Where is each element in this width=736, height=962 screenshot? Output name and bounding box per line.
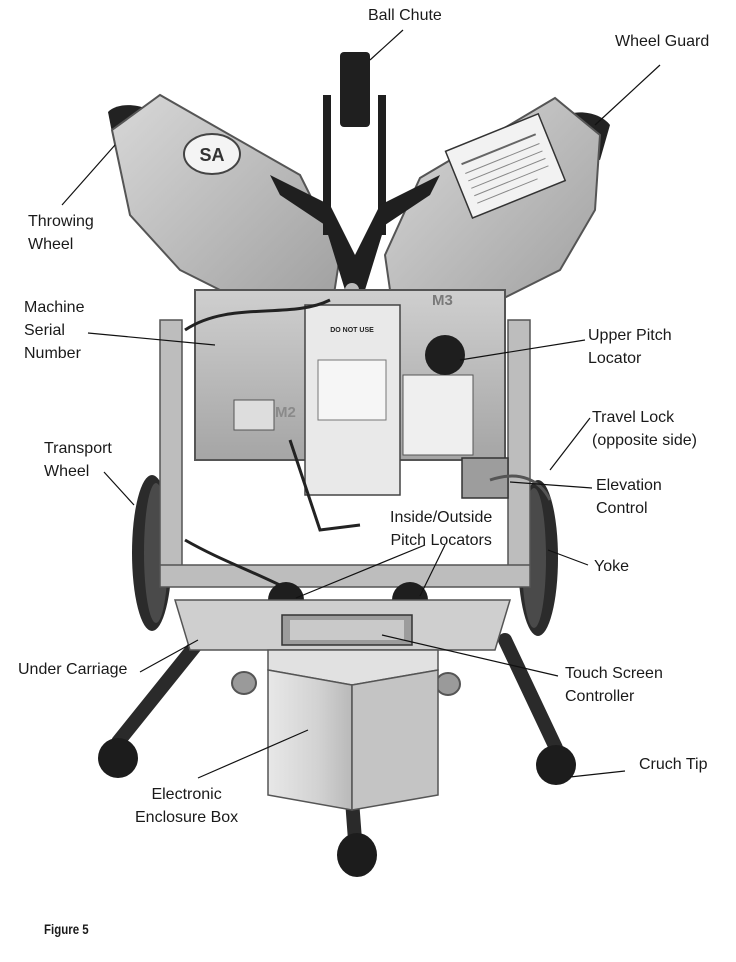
label-electronic-enclosure-box: Electronic Enclosure Box [135, 786, 239, 826]
label-machine-serial-number: Machine Serial Number [24, 299, 85, 362]
leader-lines [61, 29, 661, 779]
label-inside-outside-pitch-locators: Inside/Outside Pitch Locators [390, 509, 493, 549]
label-wheel-guard: Wheel Guard [615, 33, 710, 50]
decal-m2: M2 [275, 404, 296, 421]
serial-sticker [233, 399, 275, 431]
label-yoke: Yoke [594, 558, 629, 575]
speed-chart-sticker [402, 374, 474, 456]
figure-caption: Figure 5 [44, 921, 89, 937]
yoke-frame [159, 319, 531, 588]
label-ball-chute: Ball Chute [368, 7, 442, 24]
label-upper-pitch-locator: Upper Pitch Locator [588, 327, 672, 367]
label-under-carriage: Under Carriage [18, 661, 128, 678]
decal-m3: M3 [432, 292, 453, 309]
label-transport-wheel: Transport Wheel [44, 440, 112, 480]
upper-pitch-locator-knob [425, 335, 465, 375]
electronic-enclosure-box [267, 649, 439, 811]
warning-label [444, 112, 567, 220]
instruction-sticker [317, 359, 387, 421]
cable [184, 298, 331, 332]
do-not-use-label: DO NOT USE [330, 327, 374, 334]
ball-chute [270, 52, 440, 297]
cable [288, 439, 361, 532]
label-touch-screen-controller: Touch Screen Controller [565, 665, 663, 705]
cable [184, 538, 291, 592]
crutch-tips [98, 671, 576, 877]
logo-text: SA [199, 145, 224, 165]
label-throwing-wheel: Throwing Wheel [28, 213, 94, 253]
label-crutch-tip: Cruch Tip [639, 756, 708, 773]
label-elevation-control: Elevation Control [596, 477, 662, 517]
label-travel-lock: Travel Lock (opposite side) [592, 409, 697, 449]
logo-badge [183, 133, 241, 175]
